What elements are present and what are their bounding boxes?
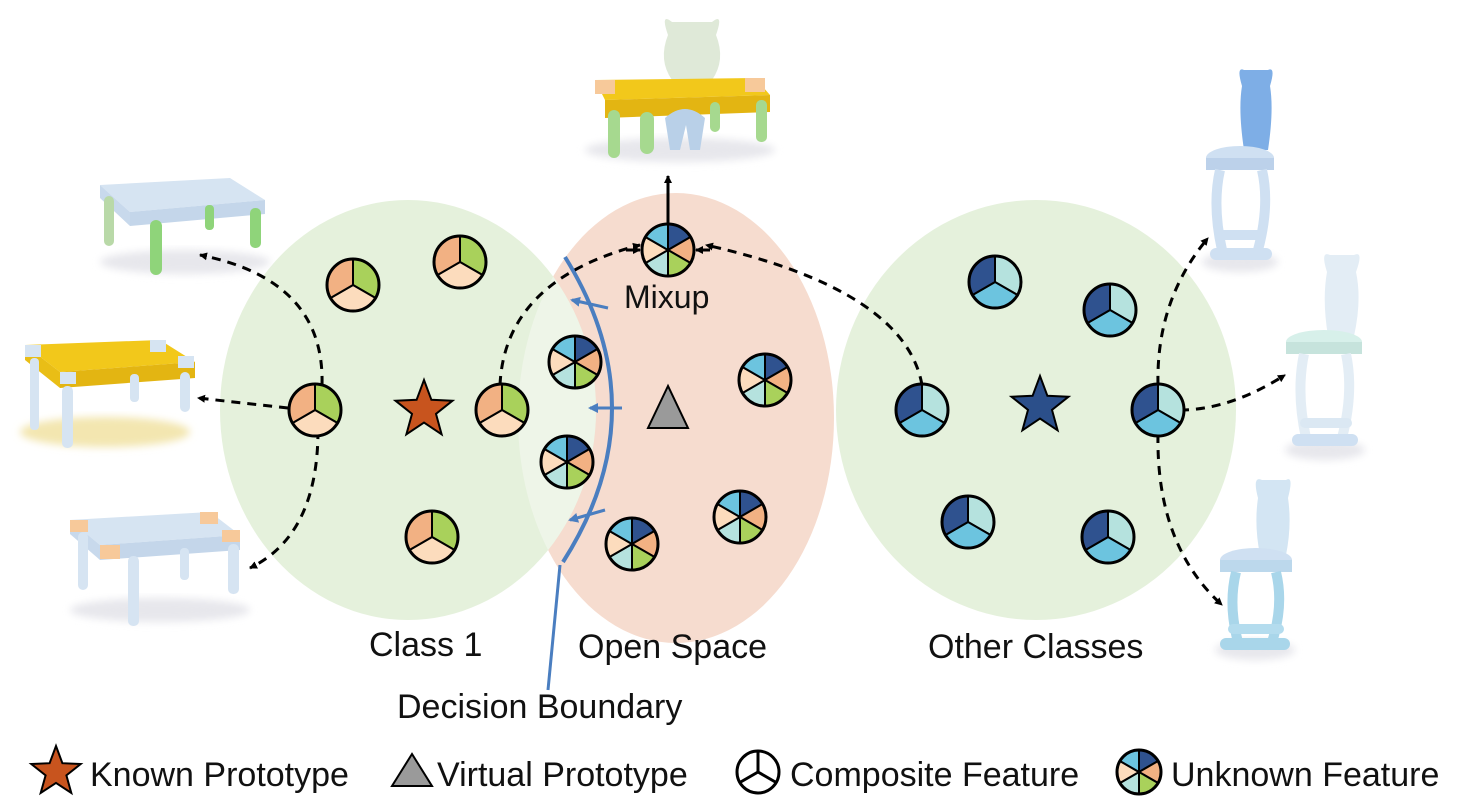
composite-feature-class1 <box>474 382 530 438</box>
unknown-feature <box>547 334 603 390</box>
class1-label: Class 1 <box>369 626 483 664</box>
table-image-3 <box>70 512 250 626</box>
decision-boundary <box>546 255 622 691</box>
composite-feature-class1 <box>432 234 488 290</box>
unknown-feature <box>712 489 768 545</box>
unknown-feature-icon <box>1115 748 1163 796</box>
legend-virtual-prototype: Virtual Prototype <box>437 756 688 794</box>
unknown-feature <box>604 516 660 572</box>
table-image-2 <box>20 340 195 448</box>
chair-image-1 <box>1202 69 1278 272</box>
composite-feature-other <box>940 494 996 550</box>
composite-feature-class1 <box>325 257 381 313</box>
composite-feature-class1 <box>404 509 460 565</box>
unknown-feature <box>737 352 793 408</box>
mixup-image <box>585 18 775 162</box>
composite-feature-other <box>1130 382 1186 438</box>
other-class-prototype-star <box>1008 373 1072 433</box>
chair-image-3 <box>1215 479 1295 660</box>
legend-unknown-feature: Unknown Feature <box>1171 756 1439 794</box>
chair-image-2 <box>1285 254 1365 460</box>
table-image-1 <box>100 178 270 275</box>
composite-feature-class1 <box>287 382 343 438</box>
open-space-label: Open Space <box>578 628 768 666</box>
virtual-prototype-triangle <box>646 383 690 429</box>
known-prototype-icon <box>28 743 84 796</box>
unknown-feature <box>539 434 595 490</box>
legend: Known Prototype Virtual Prototype Compos… <box>28 743 1439 796</box>
legend-composite-feature: Composite Feature <box>790 756 1079 794</box>
other-classes-label: Other Classes <box>928 628 1144 666</box>
mixup-label: Mixup <box>624 279 709 315</box>
composite-feature-icon <box>735 749 781 795</box>
composite-feature-other <box>894 382 950 438</box>
known-prototype-star <box>392 377 456 437</box>
unknown-feature <box>640 222 696 278</box>
composite-feature-other <box>967 254 1023 310</box>
arrows <box>197 237 1286 607</box>
legend-known-prototype: Known Prototype <box>90 756 349 794</box>
legend-unknown-pie <box>1115 748 1163 796</box>
virtual-prototype-icon <box>390 752 434 787</box>
composite-feature-other <box>1082 282 1138 338</box>
composite-feature-other <box>1080 509 1136 565</box>
decision-boundary-label: Decision Boundary <box>397 688 683 726</box>
